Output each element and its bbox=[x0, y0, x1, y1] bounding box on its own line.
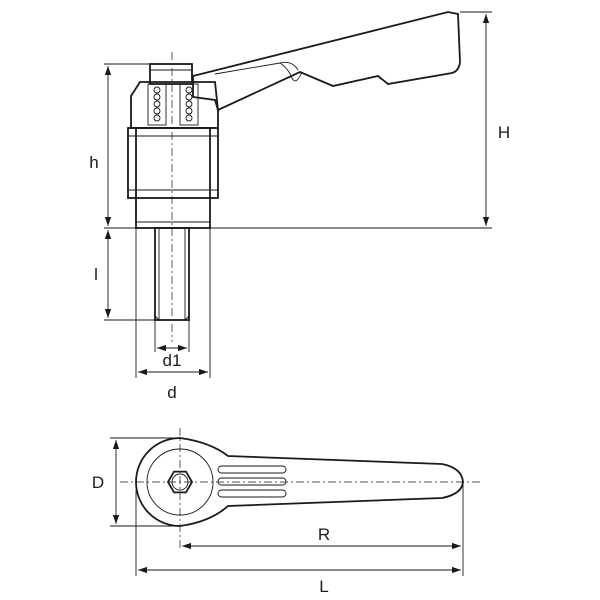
side-view bbox=[127, 11, 461, 342]
label-d1: d1 bbox=[163, 351, 182, 370]
label-L: L bbox=[319, 577, 328, 596]
lever-outline-top bbox=[135, 437, 464, 527]
threaded-stud bbox=[154, 227, 190, 321]
top-view-dimensions: D R L bbox=[92, 437, 464, 596]
label-R: R bbox=[318, 525, 330, 544]
lever-arm bbox=[192, 11, 461, 112]
grip-ribs bbox=[217, 465, 287, 498]
outer-sleeve bbox=[127, 127, 219, 199]
side-view-dimensions: H h l d1 d bbox=[89, 11, 510, 402]
label-h: h bbox=[89, 153, 98, 172]
label-H: H bbox=[498, 123, 510, 142]
lever-arm-break bbox=[279, 62, 303, 82]
label-l: l bbox=[94, 265, 98, 284]
spring-coils bbox=[153, 86, 193, 122]
core-body bbox=[135, 127, 211, 229]
label-d: d bbox=[167, 383, 176, 402]
hub-upper bbox=[130, 81, 219, 129]
top-view bbox=[120, 428, 480, 550]
screw-head bbox=[149, 63, 193, 85]
spring-pocket-left bbox=[147, 83, 167, 126]
spring-pocket-right bbox=[179, 83, 199, 126]
label-D: D bbox=[92, 473, 104, 492]
